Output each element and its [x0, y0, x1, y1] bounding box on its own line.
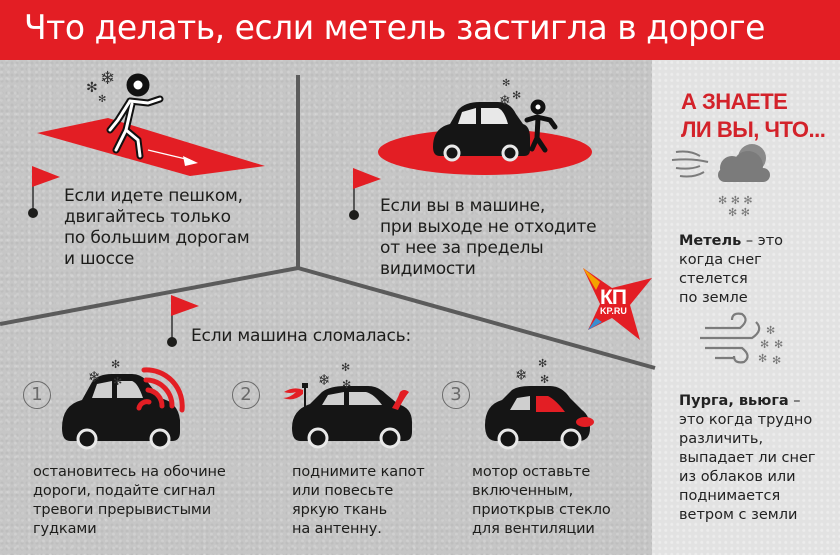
- svg-text:❄: ❄: [499, 93, 511, 109]
- fact-purga: Пурга, вьюга – это когда трудно различит…: [679, 392, 816, 525]
- page-title: Что делать, если метель застигла в дорог…: [24, 8, 765, 48]
- cloth-icon: [283, 388, 303, 400]
- svg-text:❄: ❄: [88, 368, 101, 386]
- tip-line: и шоссе: [64, 249, 135, 269]
- step-line: дороги, подайте сигнал: [33, 483, 216, 499]
- svg-text:✻: ✻: [342, 378, 351, 391]
- svg-text:✻: ✻: [113, 375, 122, 388]
- cloud-snow-wind-icon: ✻ ✻ ✻ ✻ ✻: [671, 144, 770, 219]
- step-line: на антенну.: [292, 521, 382, 537]
- step-number-2: 2: [232, 381, 260, 409]
- road-icon: [37, 118, 265, 176]
- fact-line: поднимается: [679, 488, 781, 504]
- step-3-text: мотор оставьте включенным, приоткрыв сте…: [472, 463, 611, 539]
- horn-signal-icon: [136, 367, 185, 413]
- flag-icon: [28, 166, 60, 218]
- svg-text:✻: ✻: [538, 357, 547, 370]
- svg-text:✻ ✻ ✻: ✻ ✻ ✻: [718, 194, 753, 207]
- fact-line: выпадает ли снег: [679, 450, 816, 466]
- fact-line: различить,: [679, 431, 764, 447]
- snowflake-icon: ✻✻✻✻✻: [758, 324, 783, 367]
- svg-text:✻: ✻: [766, 324, 775, 337]
- svg-text:✻: ✻: [341, 361, 350, 374]
- svg-text:✻: ✻: [540, 373, 549, 386]
- tip-in-car: Если вы в машине, при выходе не отходите…: [380, 196, 597, 280]
- tip-line: Если вы в машине,: [380, 196, 546, 216]
- step-line: тревоги прерывистыми: [33, 502, 212, 518]
- kp-logo-star: [583, 268, 652, 340]
- did-you-know-title: А ЗНАЕТЕ ЛИ ВЫ, ЧТО...: [681, 88, 826, 144]
- step-line: приоткрыв стекло: [472, 502, 611, 518]
- svg-text:✻: ✻: [86, 80, 98, 96]
- svg-text:✻: ✻: [512, 89, 521, 102]
- did-you-know-panel: [652, 60, 840, 555]
- kp-logo-domain: KP.RU: [600, 306, 627, 316]
- snowflake-icon: ❄✻✻: [499, 78, 521, 109]
- fact-term: Метель: [679, 233, 742, 249]
- tip-line: Если идете пешком,: [64, 186, 243, 206]
- fact-line: ветром с земли: [679, 507, 798, 523]
- fact-dash: – это: [741, 233, 784, 249]
- svg-text:❄: ❄: [515, 366, 528, 384]
- svg-text:❄: ❄: [318, 371, 331, 389]
- svg-text:✻: ✻: [98, 94, 106, 105]
- svg-text:✻: ✻: [502, 78, 510, 89]
- step-number-1: 1: [23, 381, 51, 409]
- raised-hood-icon: [392, 390, 409, 410]
- fact-line: это когда трудно: [679, 412, 813, 428]
- tip-line: Если машина сломалась:: [191, 326, 412, 346]
- step-line: гудками: [33, 521, 97, 537]
- step-line: для вентиляции: [472, 521, 595, 537]
- section-dividers: [0, 75, 656, 370]
- car-icon: [485, 386, 594, 450]
- tip-walking: Если идете пешком, двигайтесь только по …: [64, 186, 250, 270]
- step-line: включенным,: [472, 483, 574, 499]
- tip-line: при выходе не отходите: [380, 217, 597, 237]
- tip-line: видимости: [380, 259, 476, 279]
- fact-line: по земле: [679, 290, 748, 306]
- snowflake-icon: ❄ ✻ ✻: [318, 361, 351, 391]
- svg-text:✻: ✻: [758, 352, 767, 365]
- step-2-text: поднимите капот или повесьте яркую ткань…: [292, 463, 425, 539]
- tip-line: по большим дорогам: [64, 228, 250, 248]
- pedestrian-icon-fill: [108, 97, 162, 158]
- flag-icon: [167, 295, 199, 347]
- fact-line: из облаков или: [679, 469, 796, 485]
- step-1-text: остановитесь на обочине дороги, подайте …: [33, 463, 226, 539]
- svg-text:✻ ✻: ✻ ✻: [728, 206, 750, 219]
- step-line: или повесьте: [292, 483, 394, 499]
- svg-text:❄: ❄: [100, 68, 115, 89]
- svg-text:✻: ✻: [111, 358, 120, 371]
- step-line: яркую ткань: [292, 502, 388, 518]
- header-banner: Что делать, если метель застигла в дорог…: [0, 0, 840, 60]
- step-line: поднимите капот: [292, 464, 425, 480]
- car-icon: [433, 102, 530, 162]
- snowflake-icon: ❄ ✻ ✻: [88, 358, 122, 388]
- svg-text:✻: ✻: [772, 354, 781, 367]
- snowflake-icon: ❄ ✻ ✻: [515, 357, 549, 386]
- step-line: остановитесь на обочине: [33, 464, 226, 480]
- fact-line: когда снег: [679, 252, 762, 268]
- title-line: А ЗНАЕТЕ: [681, 89, 788, 114]
- tip-broken-car-heading: Если машина сломалась:: [191, 326, 411, 347]
- fact-dash: –: [788, 393, 801, 409]
- fact-term: Пурга, вьюга: [679, 393, 789, 409]
- kp-logo-text: КП: [600, 286, 627, 309]
- snowflake-icon: ✻❄✻: [86, 68, 115, 105]
- step-line: мотор оставьте: [472, 464, 591, 480]
- tip-line: от нее за пределы: [380, 238, 544, 258]
- fact-metel: Метель – это когда снег стелется по земл…: [679, 232, 783, 308]
- tip-line: двигайтесь только: [64, 207, 231, 227]
- fact-line: стелется: [679, 271, 748, 287]
- wind-snow-icon: [700, 312, 761, 364]
- step-number-3: 3: [442, 381, 470, 409]
- pedestrian-icon: [524, 99, 558, 153]
- car-icon: [292, 383, 412, 449]
- title-line: ЛИ ВЫ, ЧТО...: [681, 117, 826, 142]
- flag-icon: [349, 168, 381, 220]
- svg-text:✻: ✻: [774, 338, 783, 351]
- svg-text:✻: ✻: [760, 338, 769, 351]
